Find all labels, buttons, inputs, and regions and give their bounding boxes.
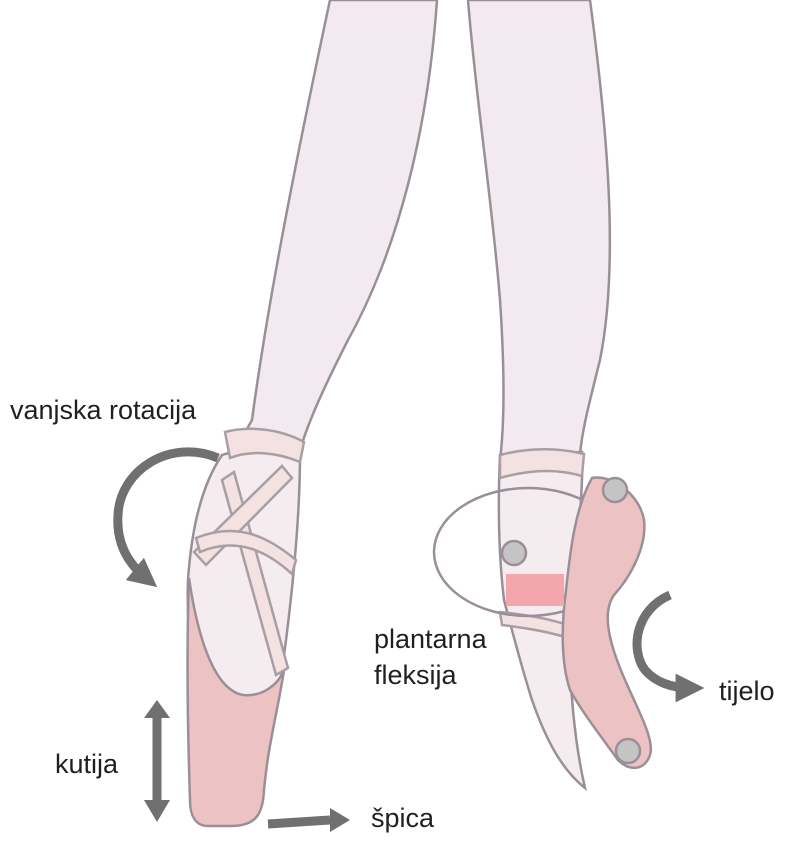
box-arrow-head-bottom [144, 800, 170, 822]
tip-arrow-shaft [268, 820, 330, 824]
body-arrow [637, 595, 690, 688]
right-leg [468, 0, 610, 460]
box-arrow-head-top [144, 700, 170, 718]
right-leg-tights [468, 0, 610, 460]
ankle-joint [502, 541, 526, 565]
box-label: kutija [55, 751, 118, 778]
tip-arrow-head [330, 808, 350, 832]
plantar-flexion-label-line2: fleksija [374, 662, 457, 689]
heel-joint [603, 478, 627, 502]
tip-label: špica [371, 805, 434, 832]
body-label: tijelo [719, 678, 775, 705]
right-pointe-shoe [434, 449, 651, 788]
plantar-muscle [506, 574, 564, 606]
plantar-flexion-label-line1: plantarna [374, 626, 487, 653]
external-rotation-label: vanjska rotacija [10, 397, 196, 424]
left-leg [210, 0, 437, 495]
left-leg-tights [210, 0, 437, 495]
left-pointe-shoe [187, 429, 304, 826]
toe-joint [616, 739, 640, 763]
